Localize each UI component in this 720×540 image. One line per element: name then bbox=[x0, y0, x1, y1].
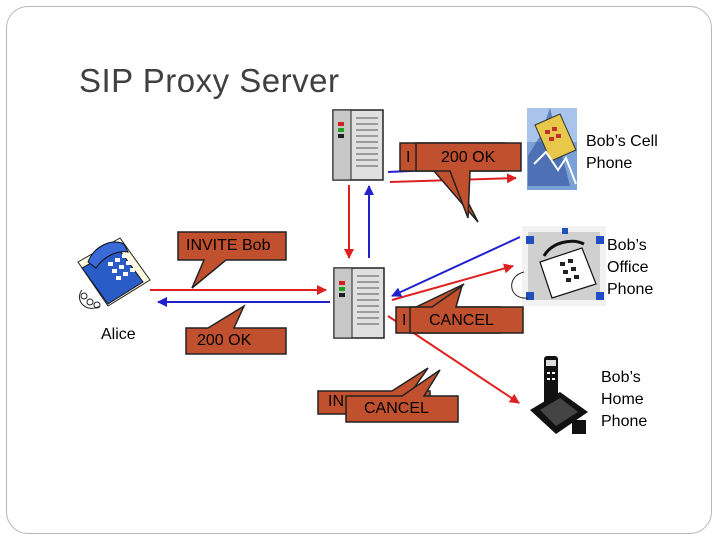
home-phone-label: Bob’s Home Phone bbox=[601, 369, 648, 430]
callout-cancel-office bbox=[409, 284, 524, 334]
middle-proxy-server-icon bbox=[333, 267, 385, 339]
alice-label: Alice bbox=[101, 326, 136, 343]
slide-title: SIP Proxy Server bbox=[79, 62, 340, 99]
office-phone-icon bbox=[511, 226, 606, 306]
callout-ok-cell bbox=[415, 142, 522, 219]
callout-invite-bob bbox=[177, 231, 287, 289]
alice-phone-icon bbox=[77, 237, 151, 309]
top-proxy-server-icon bbox=[332, 109, 384, 181]
callout-invite-office-text: I bbox=[402, 312, 407, 329]
cell-phone-icon bbox=[527, 108, 577, 190]
callout-cancel-home-text: CANCEL bbox=[364, 400, 429, 417]
cell-phone-label: Bob’s Cell Phone bbox=[586, 133, 658, 172]
office-phone-label: Bob’s Office Phone bbox=[607, 237, 654, 298]
slide-frame bbox=[6, 6, 712, 534]
callout-cancel-office-text: CANCEL bbox=[429, 312, 494, 329]
callout-invite-cell-text: I bbox=[406, 149, 411, 166]
callout-invite-bob-text: INVITE Bob bbox=[186, 237, 271, 254]
callout-ok-cell-text: 200 OK bbox=[441, 149, 496, 166]
callout-cancel-home bbox=[345, 369, 459, 423]
home-phone-icon bbox=[530, 356, 588, 434]
callout-ok-alice-text: 200 OK bbox=[197, 332, 252, 349]
callout-ok-alice bbox=[185, 304, 287, 355]
callout-invite-home-text: IN bbox=[328, 393, 344, 410]
